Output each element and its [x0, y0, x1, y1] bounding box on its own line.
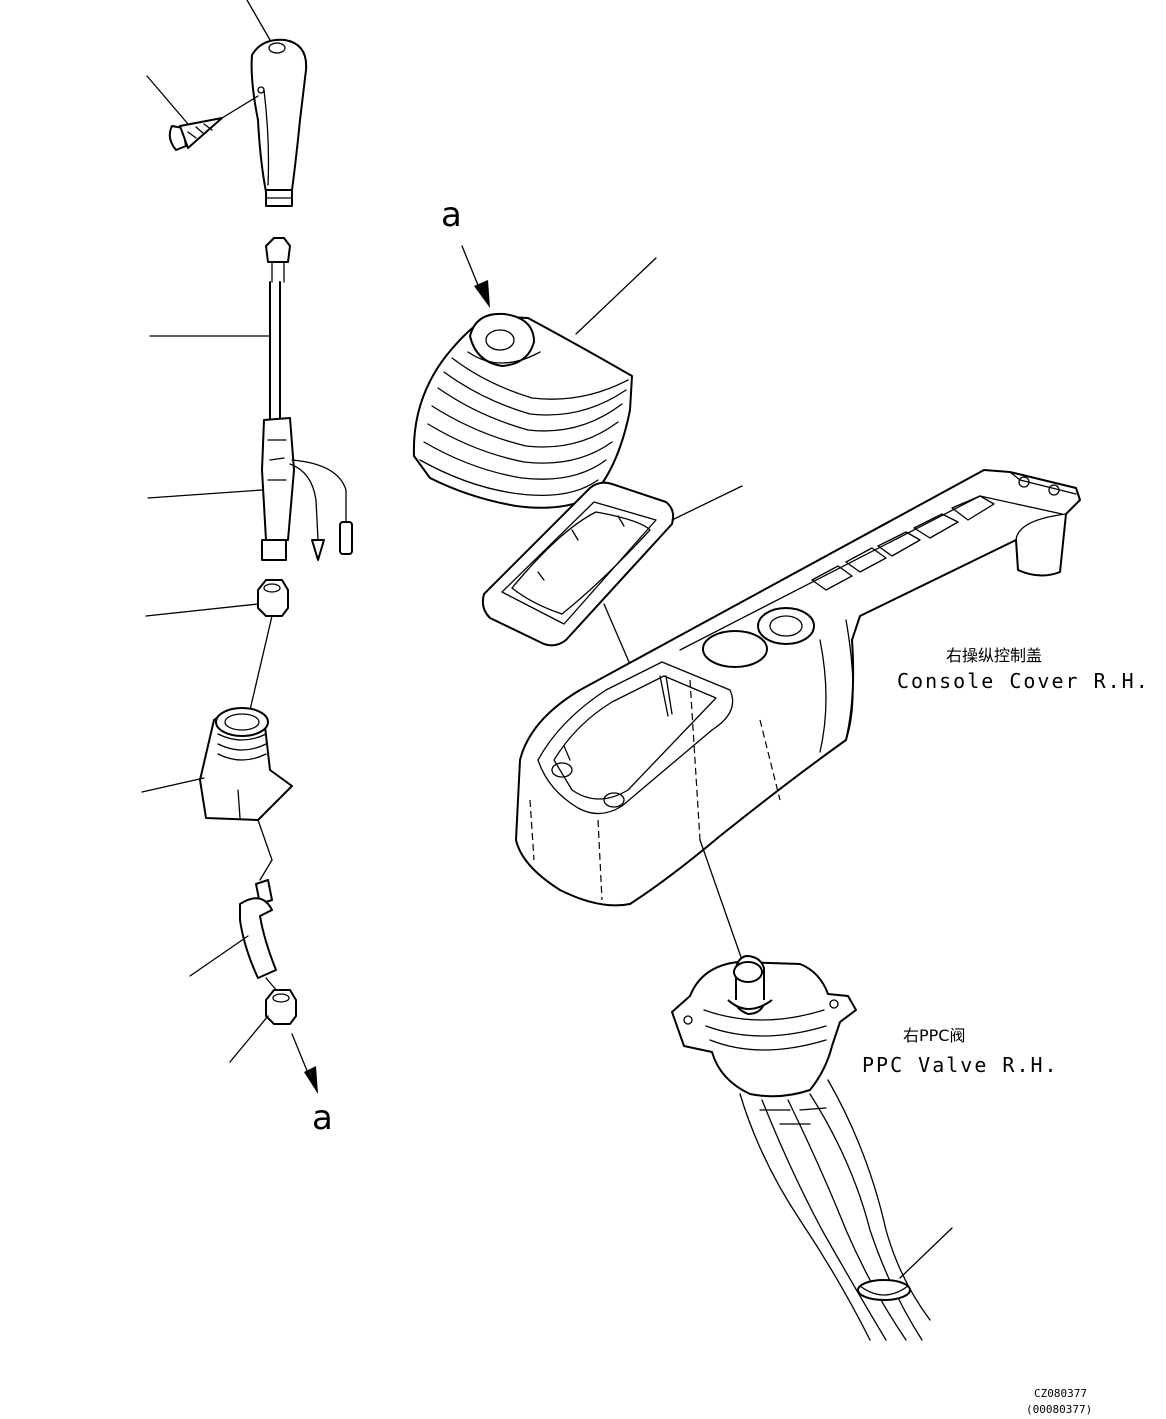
lever-knob	[250, 38, 308, 207]
leader-line	[259, 859, 273, 881]
drawing-code: CZ080377	[1034, 1387, 1087, 1400]
leader-line	[221, 95, 259, 119]
ppc-valve-label-en: PPC Valve R.H.	[862, 1053, 1059, 1077]
leader-line	[575, 257, 657, 335]
rubber-boot	[412, 312, 633, 509]
drawing-code-paren: (00080377)	[1026, 1403, 1093, 1416]
screw	[168, 117, 223, 151]
leader-line	[147, 489, 263, 499]
leader-line	[246, 0, 271, 41]
boot-adapter	[199, 707, 293, 821]
arrow-a-top	[461, 245, 490, 308]
leader-line	[899, 1227, 953, 1279]
leader-line	[229, 1015, 269, 1063]
leader-line	[699, 839, 743, 961]
boot-frame-plate	[481, 481, 675, 647]
leader-line	[145, 603, 259, 617]
leader-line	[257, 819, 273, 861]
nut-lower	[265, 989, 297, 1025]
ppc-valve-label-cn: 右PPC阀	[903, 1026, 966, 1045]
leader-line	[671, 485, 743, 521]
nut-upper	[257, 579, 289, 617]
ppc-valve	[671, 955, 931, 1341]
reference-a-bottom: a	[312, 1098, 333, 1138]
leader-line	[141, 777, 205, 793]
switch-harness	[261, 237, 353, 561]
elbow-tube	[239, 879, 277, 979]
leader-line	[146, 75, 189, 125]
console-cover-label-cn: 右操纵控制盖	[946, 646, 1043, 665]
console-cover-label-en: Console Cover R.H.	[897, 669, 1150, 693]
console-cover	[515, 469, 1081, 907]
reference-a-top: a	[441, 195, 462, 235]
arrow-a-bottom	[291, 1033, 318, 1094]
leader-line	[189, 935, 249, 977]
leader-line	[249, 615, 273, 711]
